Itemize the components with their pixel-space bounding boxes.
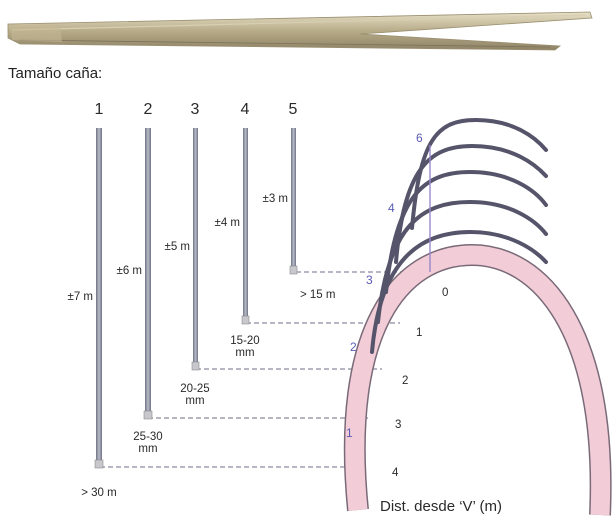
distance-mark: 4	[392, 467, 399, 479]
height-mark: 6	[416, 131, 423, 145]
cane-diameter-label: 25-30mm	[133, 431, 162, 455]
cane-diameter-label: > 30 m	[81, 487, 116, 499]
cane-2	[145, 128, 151, 414]
height-mark: 3	[366, 273, 373, 287]
cane-length-label: ±5 m	[165, 241, 190, 253]
distance-mark: 2	[402, 375, 408, 387]
cane-number: 2	[144, 101, 153, 118]
cane-diameter-label: > 15 m	[300, 289, 335, 301]
distance-mark: 3	[395, 419, 401, 431]
cane-3	[193, 128, 198, 365]
cane-length-label: ±7 m	[68, 291, 93, 303]
distance-mark: 0	[442, 287, 448, 299]
cane-length-label: ±3 m	[263, 193, 288, 205]
cane-1	[96, 128, 102, 463]
distance-axis-label: Dist. desde ‘V’ (m)	[380, 498, 502, 515]
cane-diameter-label: 15-20mm	[230, 335, 259, 359]
height-mark: 1	[346, 426, 353, 440]
cane-number: 4	[241, 101, 250, 118]
distance-mark: 1	[416, 327, 422, 339]
cane-diameter-label: 20-25mm	[180, 383, 209, 407]
cane-4	[243, 128, 248, 318]
height-mark: 2	[350, 340, 357, 354]
cane-length-label: ±4 m	[215, 217, 240, 229]
cane-number: 3	[191, 101, 200, 118]
cane-numbers: 1 2 3 4 5	[95, 101, 298, 118]
cane-number: 1	[95, 101, 104, 118]
cane-length-label: ±6 m	[117, 265, 142, 277]
distance-marks: 0 1 2 3 4	[392, 287, 448, 479]
reed-photo	[8, 12, 592, 50]
cane-5	[291, 128, 296, 268]
cane-number: 5	[289, 101, 298, 118]
canes	[95, 128, 297, 468]
height-mark: 4	[388, 201, 395, 215]
upper-arcs	[372, 120, 546, 352]
